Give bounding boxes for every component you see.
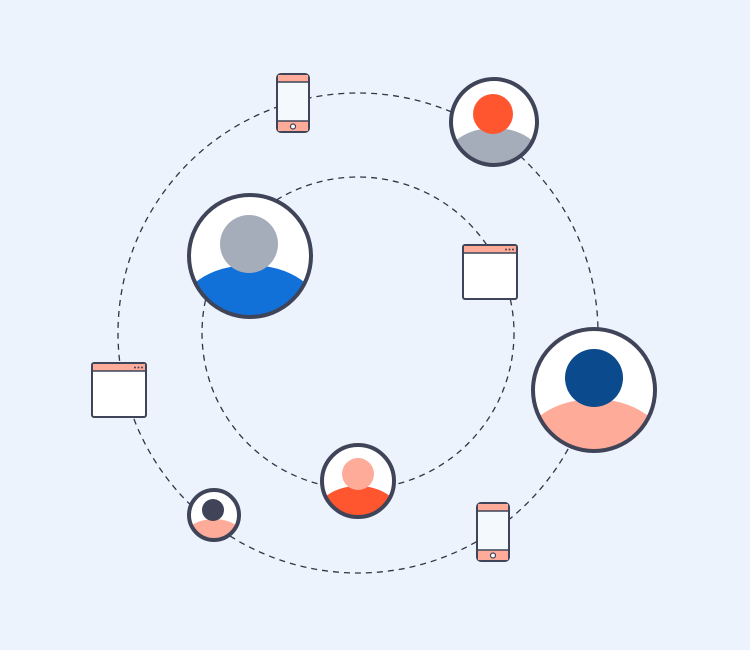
user-avatar-icon [320, 443, 396, 519]
mobile-phone-icon [276, 73, 310, 133]
user-avatar-icon [449, 77, 539, 167]
user-avatar-icon [187, 488, 241, 542]
browser-window-icon [91, 362, 147, 418]
user-avatar-icon [531, 327, 657, 453]
user-avatar-icon [187, 193, 313, 319]
mobile-phone-icon [476, 502, 510, 562]
browser-window-icon [462, 244, 518, 300]
